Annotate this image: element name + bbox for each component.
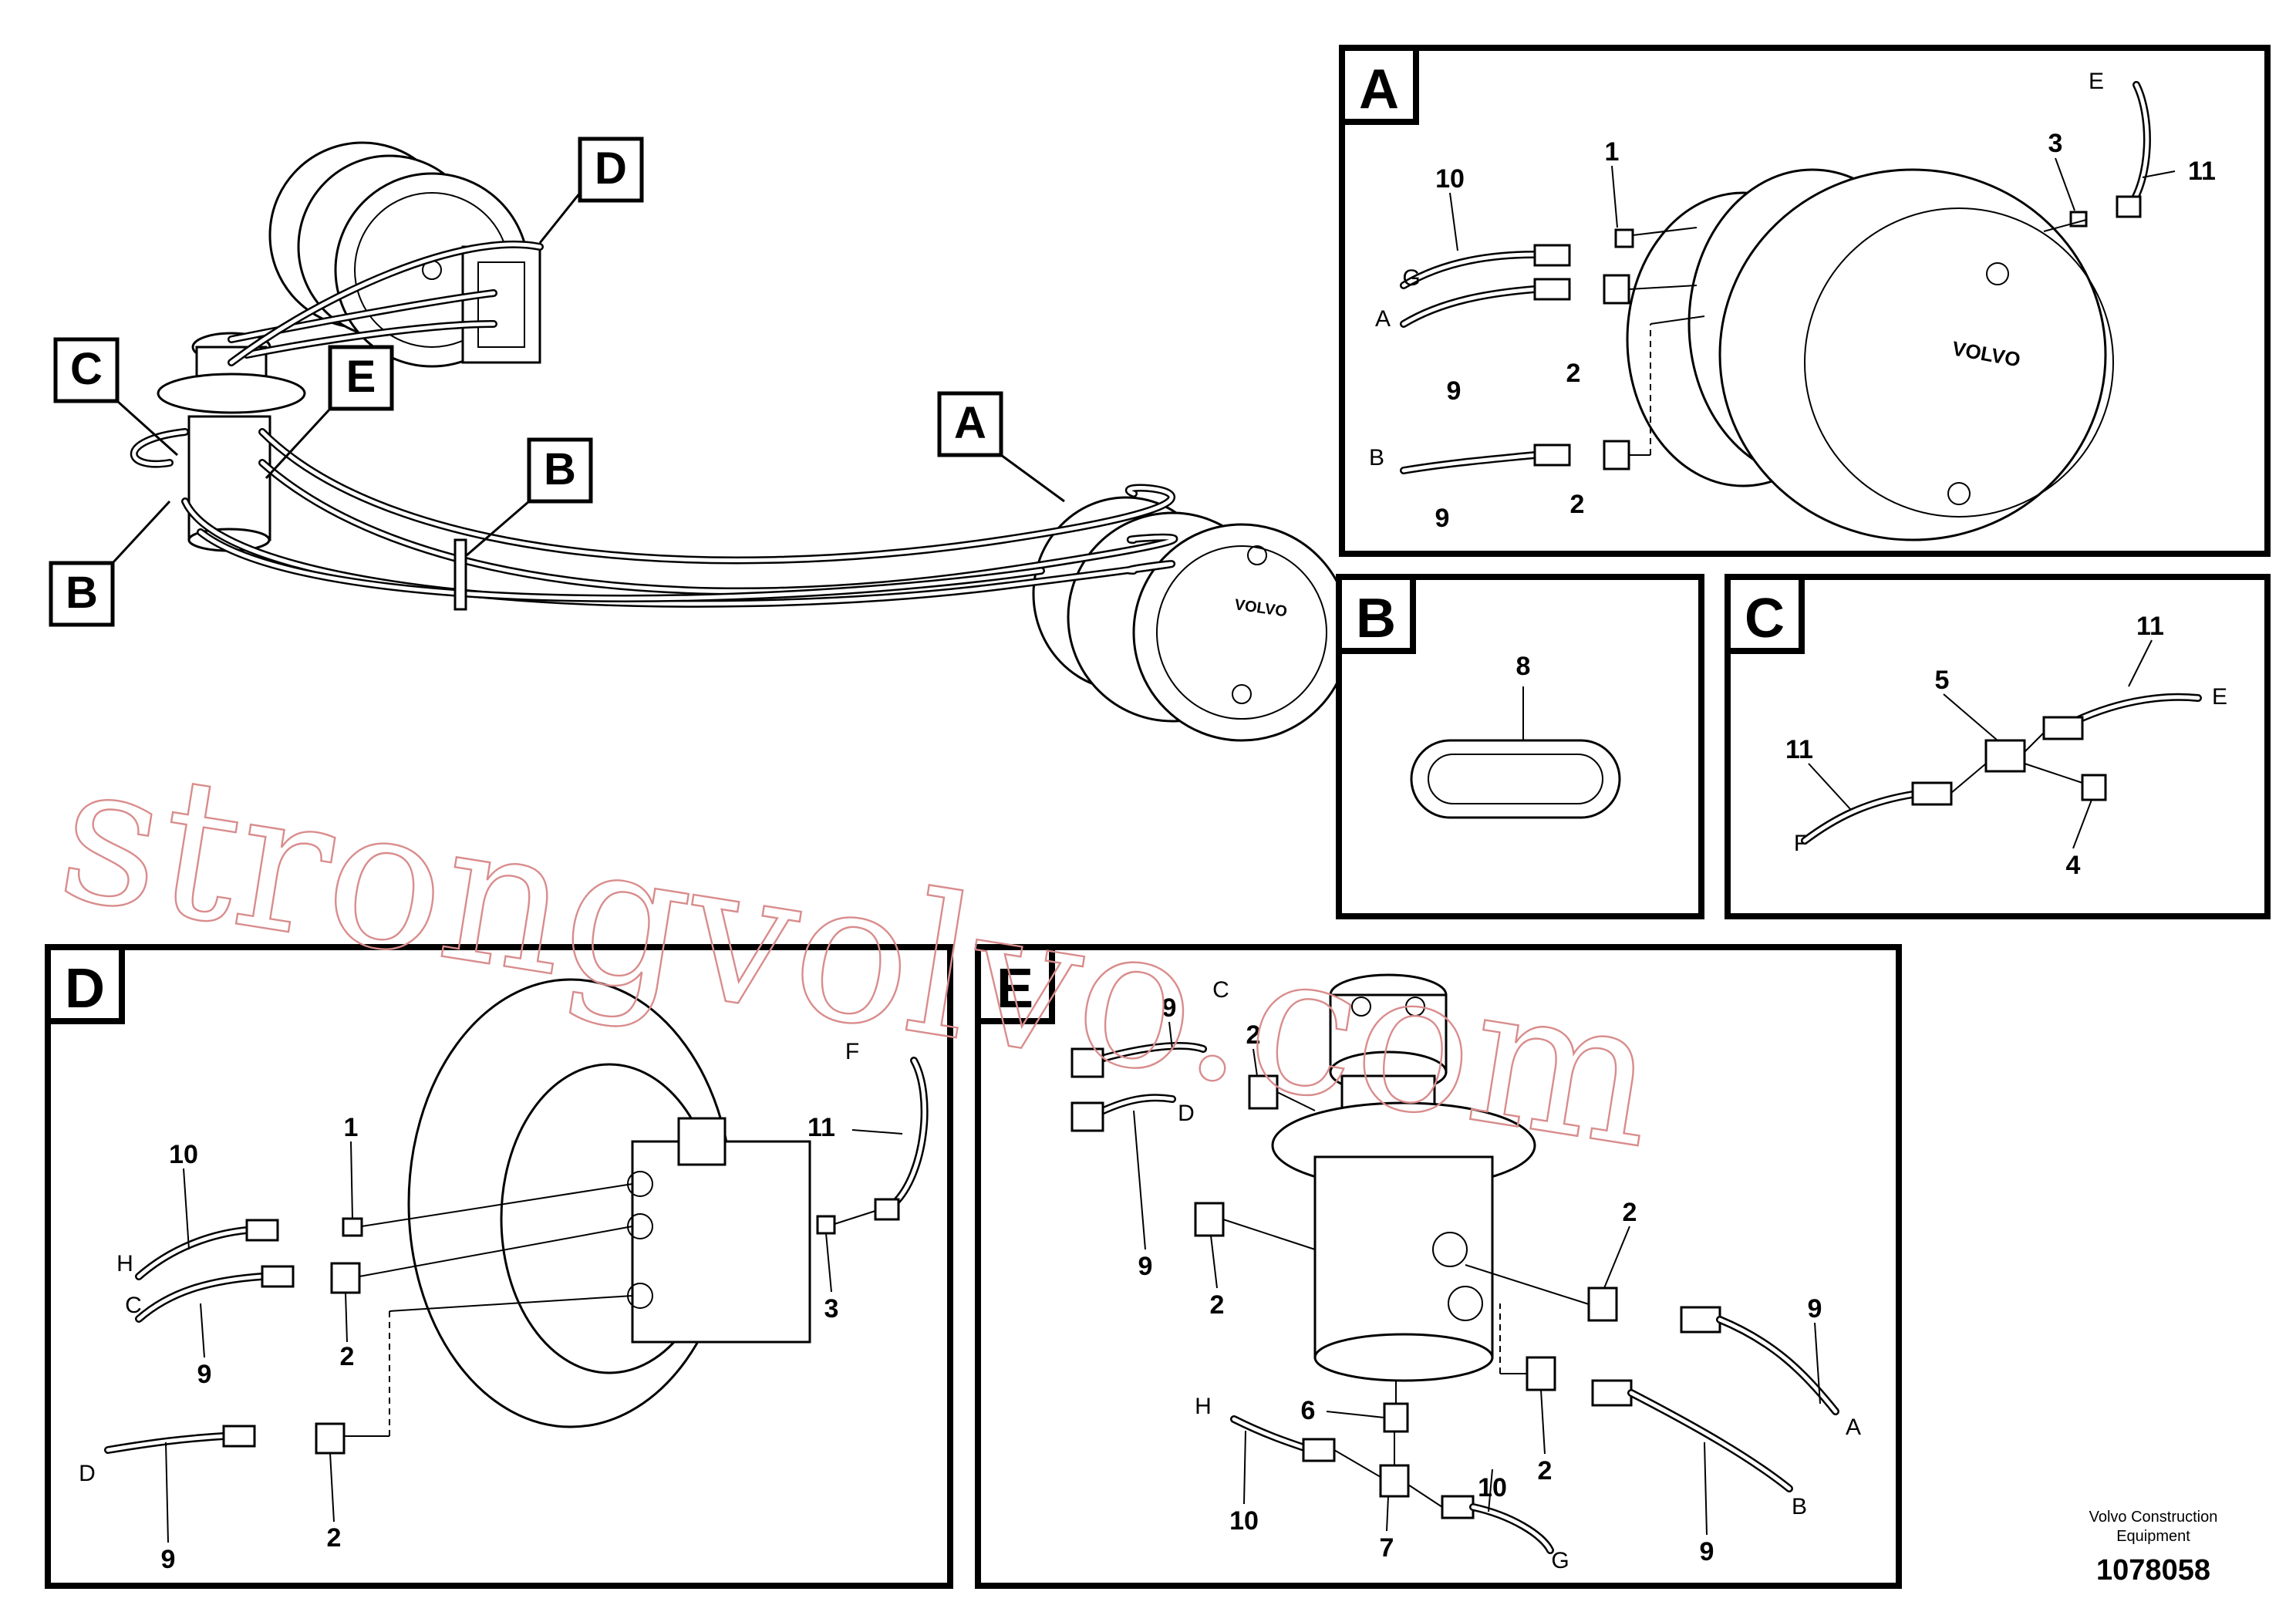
svg-text:2: 2 <box>1210 1290 1225 1320</box>
svg-text:A: A <box>1375 306 1391 332</box>
svg-text:D: D <box>79 1461 96 1486</box>
svg-text:C: C <box>70 344 103 394</box>
svg-text:11: 11 <box>2136 612 2164 641</box>
svg-text:3: 3 <box>2048 129 2063 158</box>
panel-b: B 8 <box>1336 574 1704 919</box>
svg-text:10: 10 <box>169 1140 198 1169</box>
svg-text:G: G <box>1551 1548 1569 1573</box>
svg-text:6: 6 <box>1301 1396 1316 1425</box>
panel-b-title: B <box>1356 588 1396 649</box>
svg-text:1: 1 <box>1605 137 1620 167</box>
svg-text:B: B <box>1792 1494 1807 1519</box>
svg-text:H: H <box>1195 1394 1212 1419</box>
svg-text:1: 1 <box>344 1113 359 1142</box>
svg-text:2: 2 <box>327 1523 342 1553</box>
svg-text:D: D <box>1178 1101 1195 1126</box>
swivel-joint <box>157 332 306 552</box>
callout-d: D <box>538 137 644 244</box>
svg-text:2: 2 <box>1538 1456 1553 1485</box>
callout-a: A <box>937 391 1065 503</box>
panel-d: D 10 1 H C 9 2 <box>45 944 953 1589</box>
svg-text:F: F <box>845 1039 859 1064</box>
svg-text:9: 9 <box>1700 1537 1714 1566</box>
svg-text:5: 5 <box>1935 666 1950 695</box>
svg-text:3: 3 <box>824 1294 839 1324</box>
svg-text:E: E <box>2089 69 2104 94</box>
svg-text:11: 11 <box>1785 735 1813 764</box>
svg-text:2: 2 <box>1246 1020 1261 1050</box>
svg-text:7: 7 <box>1380 1533 1394 1563</box>
svg-text:2: 2 <box>1566 359 1581 388</box>
svg-text:11: 11 <box>807 1113 835 1142</box>
front-travel-motor: VOLVO <box>1032 496 1351 742</box>
svg-text:B: B <box>1369 445 1384 470</box>
hose-clamp-overview <box>453 538 467 611</box>
svg-text:E: E <box>2212 684 2227 710</box>
svg-text:9: 9 <box>1435 504 1450 533</box>
svg-text:A: A <box>954 398 986 448</box>
svg-text:8: 8 <box>1516 652 1531 681</box>
svg-text:D: D <box>595 143 627 194</box>
svg-text:B: B <box>66 568 98 618</box>
callout-b-mid: B <box>466 437 593 557</box>
panel-c: C 11 5 E 11 F 4 <box>1725 574 2271 919</box>
svg-text:9: 9 <box>1808 1294 1822 1324</box>
svg-text:4: 4 <box>2066 851 2081 880</box>
panel-e: E <box>975 944 1902 1589</box>
svg-text:A: A <box>1846 1415 1861 1440</box>
svg-text:10: 10 <box>1229 1506 1259 1536</box>
svg-text:10: 10 <box>1478 1473 1507 1502</box>
svg-text:E: E <box>346 352 376 402</box>
panel-e-title: E <box>996 958 1033 1020</box>
panel-a-title: A <box>1359 59 1399 120</box>
panel-d-title: D <box>65 958 105 1020</box>
svg-text:C: C <box>1212 977 1229 1003</box>
svg-text:2: 2 <box>1570 490 1585 519</box>
svg-text:9: 9 <box>1138 1252 1153 1281</box>
company-line-1: Volvo Construction <box>2089 1509 2218 1526</box>
panel-c-title: C <box>1745 588 1785 649</box>
callout-e: E <box>265 345 394 480</box>
overview-assembly: VOLVO C <box>49 137 1351 742</box>
svg-text:9: 9 <box>197 1360 212 1389</box>
company-line-2: Equipment <box>2116 1528 2190 1545</box>
svg-text:B: B <box>544 444 576 494</box>
footer-block: Volvo Construction Equipment 1078058 <box>2089 1509 2218 1587</box>
svg-text:9: 9 <box>1447 376 1462 406</box>
panel-a: A VOLVO 10 1 G A 9 <box>1339 45 2271 557</box>
svg-text:G: G <box>1402 265 1420 291</box>
svg-text:H: H <box>116 1251 133 1276</box>
svg-text:11: 11 <box>2188 157 2216 186</box>
svg-text:2: 2 <box>340 1342 355 1371</box>
svg-text:C: C <box>125 1293 142 1318</box>
svg-text:F: F <box>1794 831 1808 856</box>
callout-b-left: B <box>49 500 171 627</box>
svg-text:9: 9 <box>1162 993 1177 1023</box>
svg-text:10: 10 <box>1435 164 1465 194</box>
overview-hoses <box>130 240 1178 611</box>
callout-c: C <box>53 337 179 457</box>
svg-text:9: 9 <box>161 1545 176 1574</box>
svg-text:2: 2 <box>1623 1198 1637 1227</box>
drawing-number: 1078058 <box>2096 1554 2210 1587</box>
